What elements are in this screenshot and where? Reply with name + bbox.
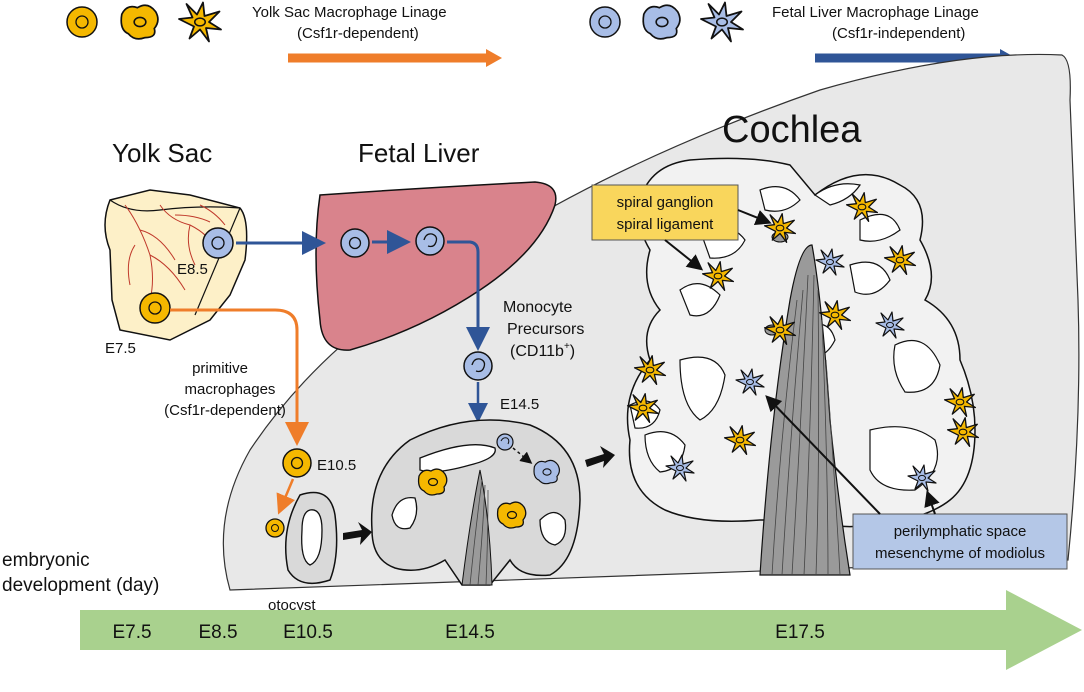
timeline-tick: E7.5 bbox=[112, 622, 151, 643]
label-development-day: development (day) bbox=[2, 575, 159, 596]
arrow-e10-to-otocyst bbox=[276, 478, 296, 515]
spiral-label-box: spiral ganglion spiral ligament bbox=[591, 184, 739, 241]
e14-cochlea-section bbox=[370, 419, 581, 586]
yolk-cell-round-icon bbox=[66, 6, 98, 38]
yolk-sac-organ bbox=[104, 189, 248, 341]
legend-yolk-title: Yolk Sac Macrophage Linage bbox=[252, 4, 447, 21]
legend-liver-title: Fetal Liver Macrophage Linage bbox=[772, 4, 979, 21]
label-precursors: Precursors bbox=[507, 321, 584, 338]
legend-liver-dependency: (Csf1r-independent) bbox=[832, 25, 965, 42]
legend-yolk-dependency: (Csf1r-dependent) bbox=[297, 25, 419, 42]
label-perilymphatic: perilymphatic space bbox=[894, 523, 1027, 540]
label-mesenchyme: mesenchyme of modiolus bbox=[875, 545, 1045, 562]
label-spiral-ganglion: spiral ganglion bbox=[617, 194, 714, 211]
label-primitive: primitive bbox=[192, 360, 248, 377]
timeline-ticks: E7.5 E8.5 E10.5 E14.5 E17.5 bbox=[112, 622, 824, 643]
label-monocyte: Monocyte bbox=[503, 299, 572, 316]
label-e10-5: E10.5 bbox=[317, 457, 356, 474]
timeline-tick: E8.5 bbox=[198, 622, 237, 643]
label-embryonic: embryonic bbox=[2, 550, 90, 571]
legend-fetal-liver: Fetal Liver Macrophage Linage (Csf1r-ind… bbox=[589, 1, 1016, 67]
arrow-otocyst-to-e14 bbox=[343, 522, 372, 545]
timeline-tick: E10.5 bbox=[283, 622, 333, 643]
timeline-tick: E14.5 bbox=[445, 622, 495, 643]
arrow-yolk-to-e10 bbox=[170, 308, 309, 446]
monocyte-cell bbox=[463, 351, 493, 381]
label-e8-5: E8.5 bbox=[177, 261, 208, 278]
legend-yolk-sac: Yolk Sac Macrophage Linage (Csf1r-depend… bbox=[66, 1, 502, 67]
label-macrophages: macrophages bbox=[185, 381, 276, 398]
liver-cell-ramified-icon bbox=[700, 1, 744, 43]
timeline-tick: E17.5 bbox=[775, 622, 825, 643]
yolk-cell-amoeboid-icon bbox=[120, 4, 159, 40]
arrow-mesenchyme bbox=[765, 395, 881, 515]
arrow-spiral-ganglion bbox=[737, 209, 772, 225]
cochlea-title: Cochlea bbox=[722, 109, 862, 151]
otocyst-cell bbox=[265, 518, 285, 538]
arrow-e14-to-cochlea bbox=[585, 446, 615, 468]
label-otocyst: otocyst bbox=[268, 597, 316, 614]
arrow-spiral-ligament bbox=[664, 239, 704, 271]
fetal-liver-organ bbox=[315, 181, 557, 351]
label-cd11b: (CD11b+) bbox=[510, 341, 575, 360]
otocyst bbox=[285, 491, 338, 585]
arrow-perilymphatic bbox=[924, 490, 940, 515]
liver-cell-amoeboid-icon bbox=[642, 4, 681, 40]
e10-cell bbox=[282, 448, 312, 478]
label-e7-5: E7.5 bbox=[105, 340, 136, 357]
yolk-sac-title: Yolk Sac bbox=[112, 138, 212, 168]
perilymphatic-label-box: perilymphatic space mesenchyme of modiol… bbox=[852, 513, 1068, 570]
label-e14-5: E14.5 bbox=[500, 396, 539, 413]
timeline-bar bbox=[80, 590, 1082, 670]
label-primitive-dependency: (Csf1r-dependent) bbox=[164, 402, 286, 419]
label-spiral-ligament: spiral ligament bbox=[617, 216, 715, 233]
yolk-cell-ramified-icon bbox=[178, 1, 222, 43]
fetal-liver-title: Fetal Liver bbox=[358, 138, 480, 168]
arrow-liver-to-monocyte bbox=[447, 240, 490, 351]
cochlea-detail bbox=[626, 157, 980, 576]
liver-cell-round-icon bbox=[589, 6, 621, 38]
